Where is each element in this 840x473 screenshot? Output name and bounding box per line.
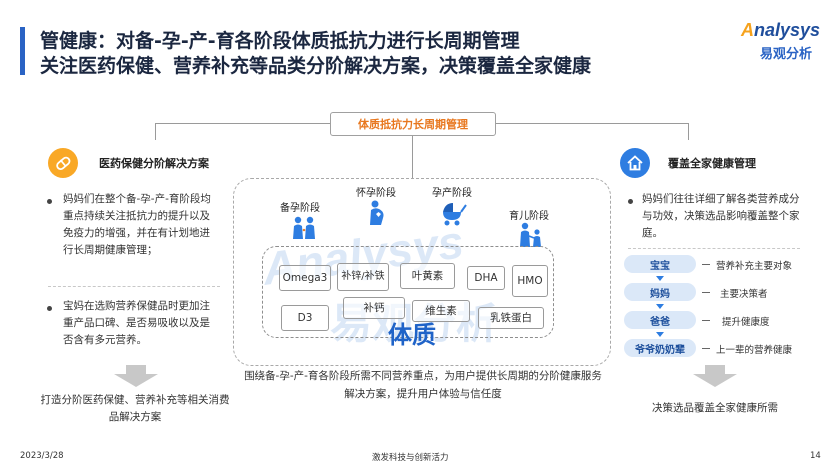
nutrient-vitamin: 维生素	[412, 300, 470, 322]
connector-line-right	[495, 123, 688, 124]
family-pill-dad: 爸爸	[624, 311, 696, 329]
family-pill-grandparents: 爷爷奶奶辈	[624, 339, 696, 357]
stage-label-postpartum: 孕产阶段	[432, 188, 472, 199]
bullet-dot	[47, 199, 52, 204]
stage-label-pregnant: 怀孕阶段	[356, 188, 396, 199]
bullet-dot	[628, 199, 633, 204]
left-arrow-stem	[126, 365, 146, 374]
left-bullet-2: 宝妈在选购营养保健品时更加注重产品口碑、是否易吸收以及是否含有多元营养。	[63, 300, 210, 346]
page-title-line-1: 管健康：对备-孕-产-育各阶段体质抵抗力进行长周期管理	[40, 30, 520, 52]
stroller-icon	[439, 200, 469, 226]
stage-label-parenting: 育儿阶段	[509, 211, 549, 222]
right-divider	[628, 248, 800, 249]
center-title-box: 体质抵抗力长周期管理	[330, 112, 496, 136]
page-title-line-2: 关注医药保健、营养补充等品类分阶解决方案，决策覆盖全家健康	[40, 55, 592, 77]
left-bullet-1: 妈妈们在整个备-孕-产-育阶段均重点持续关注抵抗力的提升以及免疫力的增强，并在有…	[63, 193, 211, 256]
family-connector	[702, 348, 710, 349]
nutrient-dha: DHA	[467, 266, 505, 290]
nutrients-frame	[262, 246, 554, 338]
nutrient-lutein: 叶黄素	[400, 263, 455, 289]
right-bullet: 妈妈们往往详细了解各类营养成分与功效，决策选品影响覆盖整个家庭。	[642, 193, 800, 239]
center-description: 围绕备-孕-产-育各阶段所需不同营养重点，为用户提供长周期的分阶健康服务解决方案…	[244, 370, 602, 400]
left-divider	[48, 286, 220, 287]
stage-label-prepare: 备孕阶段	[280, 203, 320, 214]
connector-drop-center	[412, 135, 413, 178]
nutrient-hmo: HMO	[512, 265, 548, 297]
family-desc-grandparents: 上一辈的营养健康	[716, 345, 793, 356]
family-connector	[702, 320, 710, 321]
footer-date: 2023/3/28	[20, 451, 64, 461]
pregnant-icon	[362, 200, 392, 226]
connector-drop-left	[155, 123, 156, 140]
right-arrow-stem	[705, 365, 725, 374]
family-arrow	[656, 304, 664, 309]
capsule-icon	[48, 148, 78, 178]
house-icon	[620, 148, 650, 178]
center-big-label: 体质	[388, 321, 436, 349]
stage-panel	[233, 178, 611, 366]
analysys-logo: Analysys	[741, 20, 821, 40]
nutrient-omega3: Omega3	[279, 265, 331, 291]
couple-icon	[289, 215, 319, 241]
title-accent-bar	[20, 27, 25, 75]
nutrient-lactoferrin: 乳铁蛋白	[478, 307, 544, 329]
footer-slogan: 激发科技与创新活力	[372, 453, 449, 463]
connector-line-left	[155, 123, 330, 124]
left-summary: 打造分阶医药保健、营养补充等相关消费品解决方案	[40, 394, 230, 423]
connector-drop-right	[688, 123, 689, 140]
left-down-arrow	[114, 374, 158, 387]
family-desc-dad: 提升健康度	[722, 317, 770, 328]
family-arrow	[656, 276, 664, 281]
family-pill-mom: 妈妈	[624, 283, 696, 301]
nutrient-d3: D3	[281, 305, 329, 331]
nutrient-calcium: 补钙	[343, 297, 405, 319]
right-summary: 决策选品覆盖全家健康所需	[652, 402, 778, 414]
family-arrow	[656, 332, 664, 337]
right-down-arrow	[693, 374, 737, 387]
footer-page-number: 14	[810, 451, 821, 461]
analysys-logo-cn: 易观分析	[760, 47, 813, 62]
family-connector	[702, 292, 710, 293]
family-desc-baby: 营养补充主要对象	[716, 261, 793, 272]
family-connector	[702, 264, 710, 265]
nutrient-zinc-iron: 补锌/补铁	[337, 263, 389, 291]
bullet-dot	[47, 306, 52, 311]
family-pill-baby: 宝宝	[624, 255, 696, 273]
family-desc-mom: 主要决策者	[720, 289, 768, 300]
left-section-heading: 医药保健分阶解决方案	[99, 157, 209, 170]
right-section-heading: 覆盖全家健康管理	[668, 157, 756, 170]
parent-child-icon	[515, 222, 545, 248]
